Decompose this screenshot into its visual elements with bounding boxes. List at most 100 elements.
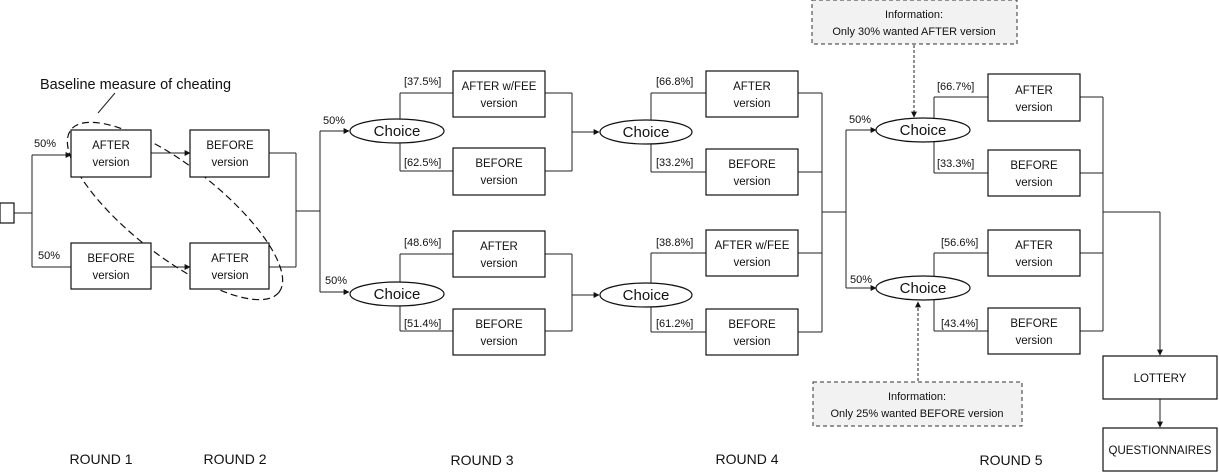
connector-lines	[14, 45, 1163, 428]
choice-r3-top: Choice	[349, 118, 445, 144]
box-line-2: version	[1015, 177, 1052, 189]
pct-r5-b: [33.3%]	[937, 158, 974, 170]
box-r4-a: AFTER version	[705, 70, 799, 118]
pct-r5-c: [56.6%]	[941, 237, 978, 249]
box-r2-top: BEFORE version	[189, 129, 270, 178]
box-line-2: version	[480, 258, 517, 270]
box-r5-d: BEFORE version	[987, 307, 1081, 355]
pct-r3-c: [48.6%]	[404, 237, 441, 249]
box-questionnaires: QUESTIONNAIRES	[1102, 427, 1218, 472]
box-r3-b: BEFORE version	[452, 147, 546, 196]
box-line-1: LOTTERY	[1134, 373, 1187, 385]
box-line-1: AFTER w/FEE	[462, 81, 537, 93]
round-label: ROUND 3	[450, 452, 513, 468]
info-title: Information:	[885, 9, 943, 21]
box-r3-a: AFTER w/FEE version	[452, 70, 546, 118]
box-line-1: AFTER	[480, 241, 518, 253]
pct-r1-top: 50%	[34, 138, 56, 150]
box-r4-b: BEFORE version	[705, 148, 799, 196]
box-line-2: version	[733, 176, 770, 188]
box-line-1: AFTER	[1015, 240, 1053, 252]
box-line-1: BEFORE	[728, 319, 776, 331]
info-box-bottom: Information: Only 25% wanted BEFORE vers…	[812, 381, 1023, 427]
pct-r3-top: 50%	[323, 115, 345, 127]
box-line-1: AFTER	[92, 140, 130, 152]
box-r1-top: AFTER version	[70, 129, 152, 178]
pct-r5-d: [43.4%]	[941, 318, 978, 330]
pct-r5-bottom: 50%	[850, 274, 872, 286]
box-r5-c: AFTER version	[987, 229, 1081, 277]
baseline-label: Baseline measure of cheating	[40, 77, 231, 93]
pct-r4-b: [33.2%]	[656, 157, 693, 169]
box-line-1: QUESTIONNAIRES	[1109, 445, 1212, 457]
box-line-2: version	[1015, 257, 1052, 269]
box-line-2: version	[211, 270, 248, 282]
choice-label: Choice	[374, 123, 421, 140]
box-line-1: BEFORE	[1010, 160, 1058, 172]
info-text: Only 25% wanted BEFORE version	[830, 408, 1003, 420]
box-line-2: version	[480, 336, 517, 348]
round-label: ROUND 2	[203, 451, 266, 467]
box-r2-bottom: AFTER version	[189, 242, 270, 290]
box-line-1: AFTER	[1015, 85, 1053, 97]
box-line-2: version	[733, 257, 770, 269]
percent-labels: 50% 50% 50% 50% [37.5%] [62.5%] [48.6%] …	[34, 76, 978, 330]
box-r4-d: BEFORE version	[705, 308, 799, 356]
box-line-1: BEFORE	[728, 159, 776, 171]
box-line-2: version	[211, 157, 248, 169]
box-line-2: version	[1015, 102, 1052, 114]
pct-r5-a: [66.7%]	[937, 81, 974, 93]
box-r4-c: AFTER w/FEE version	[705, 229, 799, 277]
choice-r4-top: Choice	[599, 119, 693, 145]
box-r5-b: BEFORE version	[987, 149, 1081, 197]
pct-r3-bottom: 50%	[325, 275, 347, 287]
info-box-top: Information: Only 30% wanted AFTER versi…	[811, 0, 1018, 45]
choice-label: Choice	[900, 122, 947, 139]
box-lottery: LOTTERY	[1102, 355, 1218, 400]
choice-label: Choice	[374, 286, 421, 303]
pct-r1-bottom: 50%	[38, 250, 60, 262]
box-line-1: BEFORE	[475, 319, 523, 331]
choice-r4-bottom: Choice	[599, 282, 693, 308]
box-r1-bottom: BEFORE version	[70, 242, 152, 290]
box-r5-a: AFTER version	[987, 73, 1081, 122]
box-line-2: version	[733, 98, 770, 110]
pct-r3-d: [51.4%]	[404, 318, 441, 330]
box-line-1: BEFORE	[1010, 318, 1058, 330]
box-line-1: BEFORE	[475, 158, 523, 170]
round-labels: ROUND 1 ROUND 2 ROUND 3 ROUND 4 ROUND 5	[69, 451, 1042, 468]
choice-r5-bottom: Choice	[875, 275, 971, 301]
info-title: Information:	[888, 391, 946, 403]
pct-r3-b: [62.5%]	[404, 157, 441, 169]
pct-r3-a: [37.5%]	[404, 76, 441, 88]
pct-r4-d: [61.2%]	[656, 318, 693, 330]
box-line-1: BEFORE	[87, 253, 135, 265]
round-label: ROUND 5	[979, 452, 1042, 468]
box-line-2: version	[480, 175, 517, 187]
box-line-2: version	[733, 336, 770, 348]
round-label: ROUND 4	[715, 451, 778, 467]
box-line-1: BEFORE	[206, 140, 254, 152]
start-node	[0, 202, 15, 224]
box-line-2: version	[92, 270, 129, 282]
box-r3-c: AFTER version	[452, 230, 546, 278]
box-line-1: AFTER w/FEE	[715, 240, 790, 252]
pct-r4-a: [66.8%]	[656, 76, 693, 88]
choice-r5-top: Choice	[875, 117, 971, 143]
choice-label: Choice	[623, 287, 670, 304]
pct-r4-c: [38.8%]	[656, 237, 693, 249]
choice-label: Choice	[900, 280, 947, 297]
box-line-1: AFTER	[211, 253, 249, 265]
choice-label: Choice	[623, 124, 670, 141]
round-label: ROUND 1	[69, 451, 132, 467]
baseline-annotation: Baseline measure of cheating	[40, 77, 284, 301]
box-line-2: version	[92, 157, 129, 169]
pct-r5-top: 50%	[849, 114, 871, 126]
box-line-2: version	[480, 98, 517, 110]
info-text: Only 30% wanted AFTER version	[832, 26, 995, 38]
box-line-1: AFTER	[733, 81, 771, 93]
choice-r3-bottom: Choice	[349, 281, 445, 307]
box-r3-d: BEFORE version	[452, 308, 546, 356]
box-line-2: version	[1015, 335, 1052, 347]
